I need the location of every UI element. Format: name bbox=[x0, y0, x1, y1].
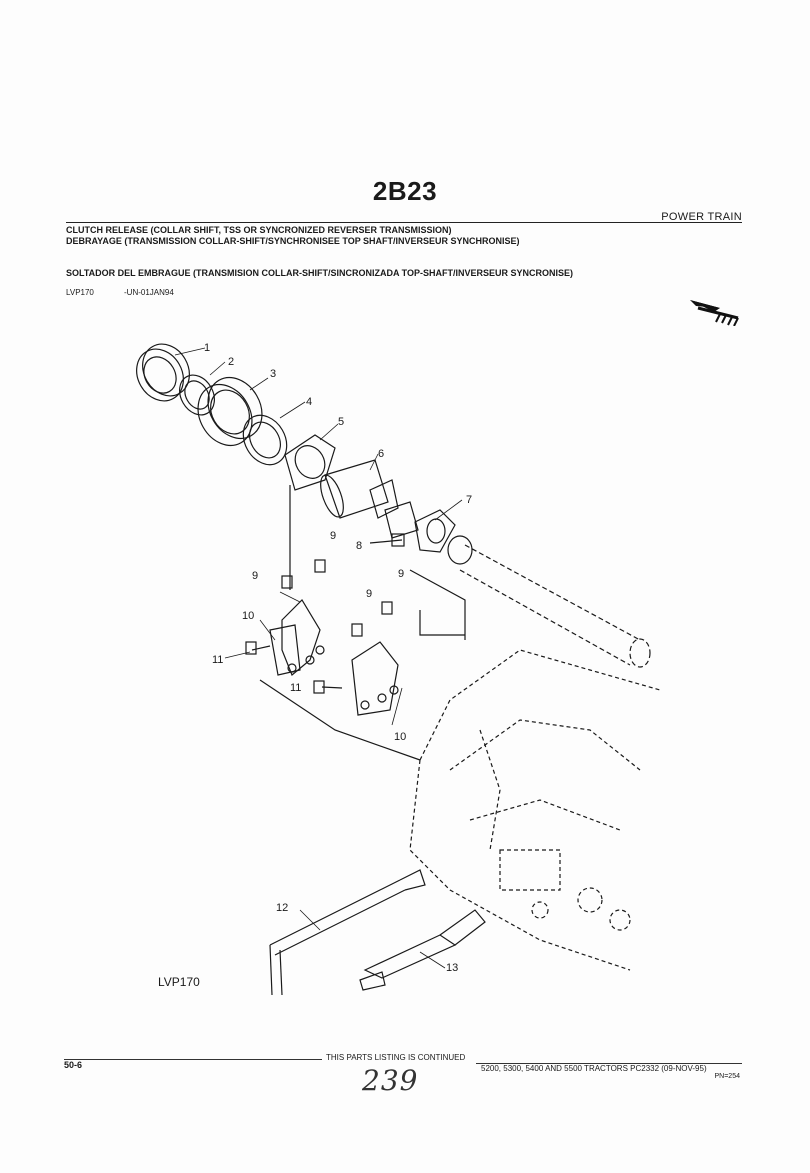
callout-9d: 9 bbox=[398, 568, 405, 580]
callout-9b: 9 bbox=[252, 570, 259, 582]
callout-5: 5 bbox=[338, 416, 345, 428]
lever-part-13 bbox=[359, 909, 486, 991]
callout-4: 4 bbox=[306, 396, 313, 408]
seal-part-1 bbox=[136, 343, 190, 402]
fork-right bbox=[351, 641, 399, 716]
pins-part-9 bbox=[281, 559, 393, 637]
figure-date-code: -UN-01JAN94 bbox=[124, 288, 174, 297]
housing-part-3 bbox=[197, 376, 263, 447]
callout-3: 3 bbox=[270, 368, 277, 380]
lever-part-12 bbox=[269, 869, 426, 996]
bolts-part-11 bbox=[245, 641, 343, 694]
pn-code: PN=254 bbox=[714, 1073, 741, 1080]
fork-left bbox=[269, 599, 325, 676]
bolt-part-8 bbox=[369, 533, 405, 547]
ring-part-2 bbox=[179, 374, 215, 416]
header-rule bbox=[66, 222, 742, 223]
model-listing: 5200, 5300, 5400 AND 5500 TRACTORS PC233… bbox=[481, 1064, 707, 1073]
callout-7: 7 bbox=[466, 494, 473, 506]
section-code: 2B23 bbox=[372, 176, 438, 206]
section-title: POWER TRAIN bbox=[661, 211, 742, 223]
direction-arrow-icon bbox=[690, 300, 739, 326]
title-english: CLUTCH RELEASE (COLLAR SHIFT, TSS OR SYN… bbox=[66, 225, 452, 235]
callout-9a: 9 bbox=[330, 530, 337, 542]
callout-1: 1 bbox=[204, 342, 211, 354]
bearing-part-4 bbox=[242, 414, 288, 466]
continued-notice: THIS PARTS LISTING IS CONTINUED bbox=[326, 1053, 466, 1062]
transmission-housing bbox=[409, 649, 660, 971]
guide-part-7 bbox=[384, 501, 473, 565]
callout-leaders bbox=[174, 347, 463, 969]
callout-8: 8 bbox=[356, 540, 363, 552]
callout-11a: 11 bbox=[212, 654, 224, 666]
carrier-part-5 bbox=[284, 434, 336, 491]
callout-10a: 10 bbox=[242, 610, 255, 622]
callout-6: 6 bbox=[378, 448, 385, 460]
callout-12: 12 bbox=[276, 902, 289, 914]
callout-11b: 11 bbox=[290, 682, 302, 694]
title-spanish: SOLTADOR DEL EMBRAGUE (TRANSMISION COLLA… bbox=[66, 268, 574, 278]
callout-13: 13 bbox=[446, 962, 459, 974]
sleeve-part-6 bbox=[320, 459, 399, 519]
assembly-bracket-lines bbox=[259, 485, 466, 761]
footer-rule-right bbox=[476, 1063, 742, 1064]
page-number: 50-6 bbox=[64, 1060, 83, 1070]
figure-reference: LVP170 bbox=[66, 288, 94, 297]
callout-10b: 10 bbox=[394, 731, 407, 743]
handwritten-page-number: 239 bbox=[362, 1064, 419, 1097]
exploded-parts-diagram bbox=[136, 343, 660, 996]
title-french: DEBRAYAGE (TRANSMISSION COLLAR-SHIFT/SYN… bbox=[66, 236, 520, 246]
callout-2: 2 bbox=[228, 356, 235, 368]
callout-9c: 9 bbox=[366, 588, 373, 600]
shaft bbox=[459, 544, 651, 668]
footer-rule-left bbox=[64, 1059, 322, 1060]
figure-label: LVP170 bbox=[158, 975, 200, 989]
